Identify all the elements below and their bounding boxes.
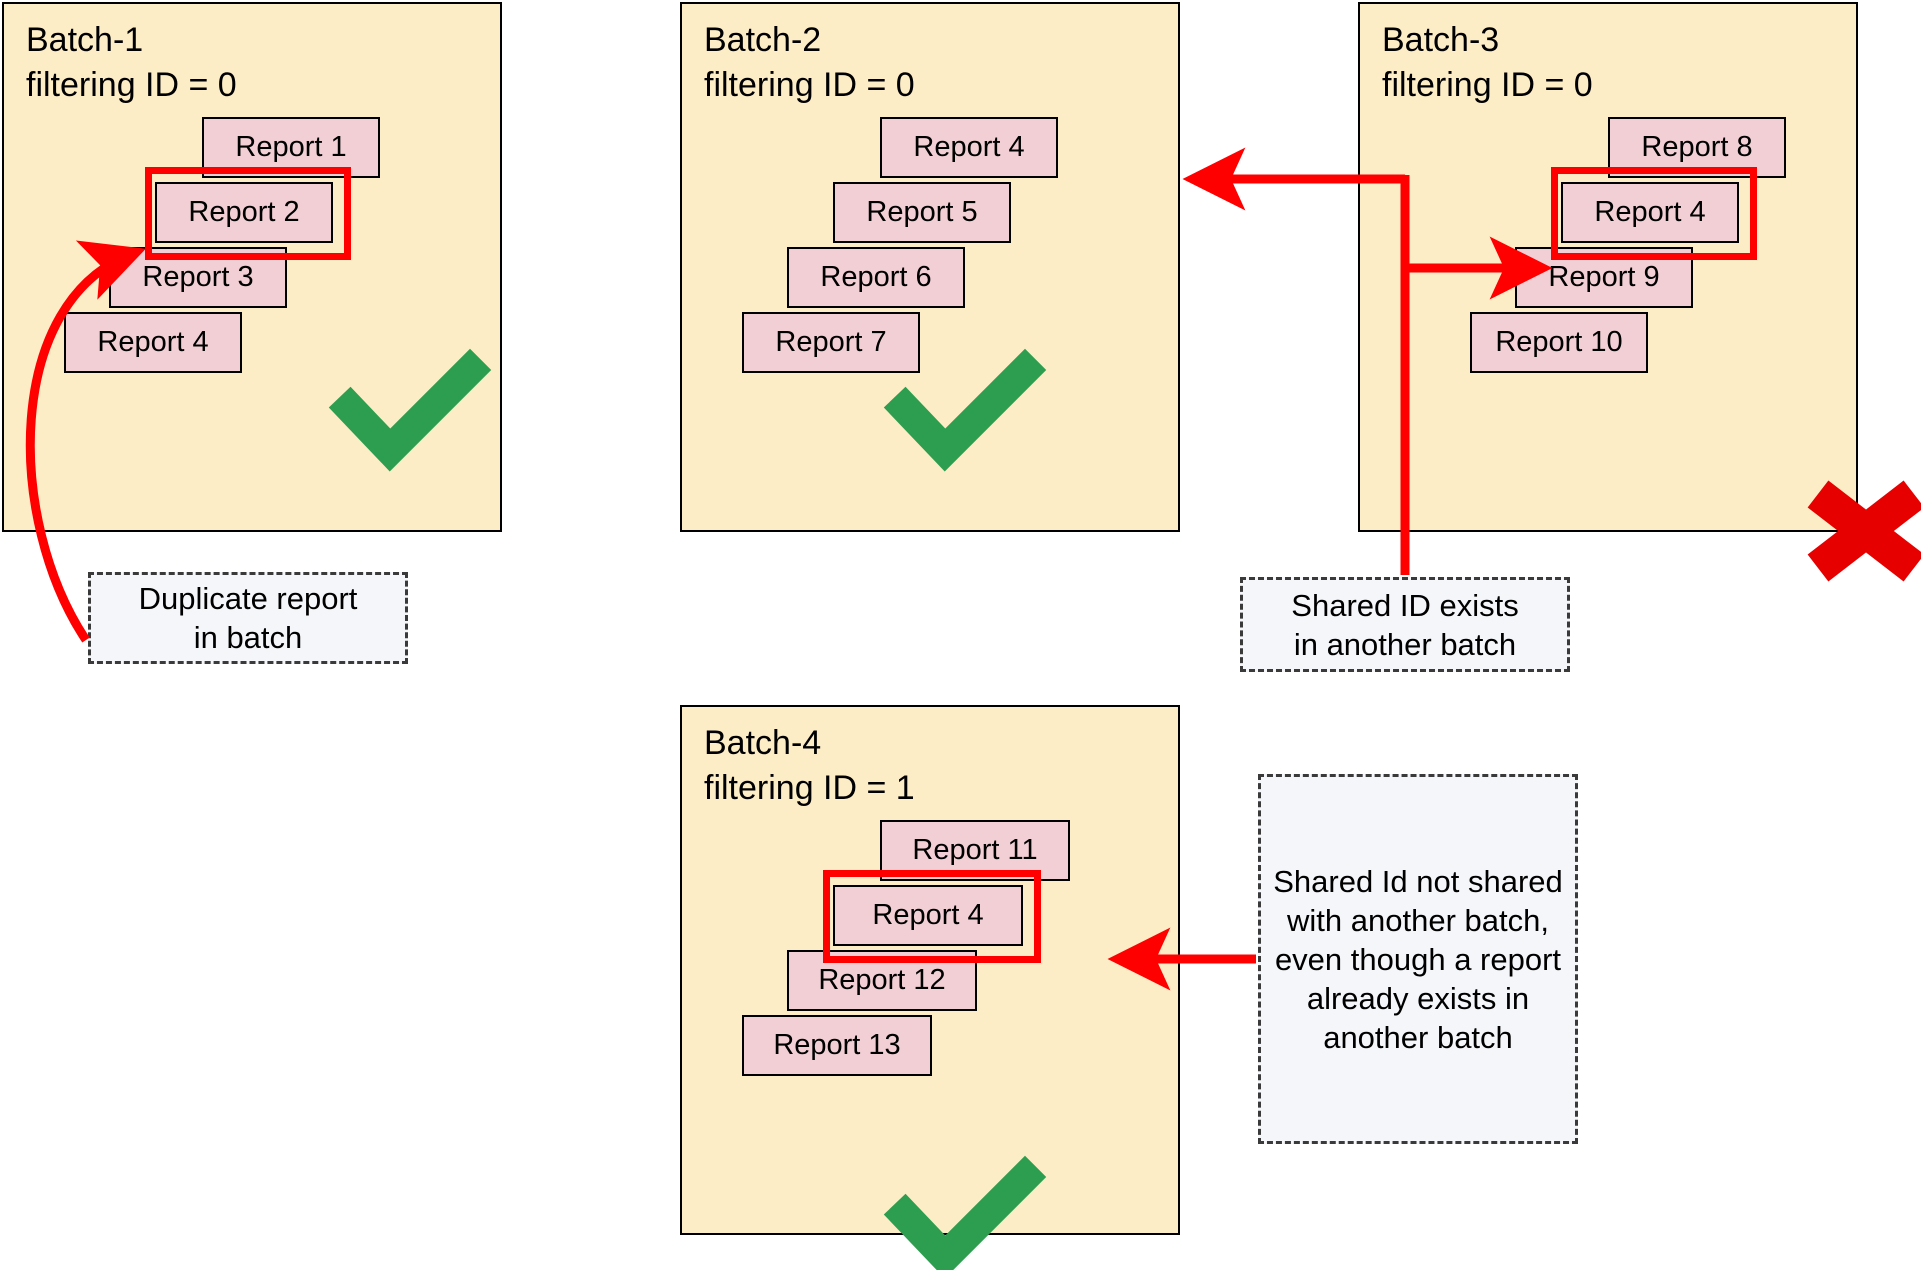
report-card[interactable]: Report 13	[742, 1015, 932, 1076]
callout-line-2: in batch	[193, 620, 303, 655]
report-card[interactable]: Report 2	[155, 182, 333, 243]
shared-id-not-shared-callout: Shared Id not shared with another batch,…	[1258, 774, 1578, 1144]
batch-2-container: Batch-2 filtering ID = 0 Report 4 Report…	[680, 2, 1180, 532]
report-card[interactable]: Report 4	[64, 312, 242, 373]
batch-2-title: Batch-2 filtering ID = 0	[704, 21, 915, 104]
duplicate-report-callout: Duplicate report in batch	[88, 572, 408, 664]
shared-id-highlight-box	[823, 870, 1041, 963]
batch-3-title: Batch-3 filtering ID = 0	[1382, 21, 1593, 104]
report-card-label: Report 1	[235, 131, 347, 163]
report-card[interactable]: Report 4	[833, 885, 1023, 946]
report-card-label: Report 12	[818, 964, 946, 996]
report-card[interactable]: Report 6	[787, 247, 965, 308]
report-card-label: Report 7	[775, 326, 887, 358]
report-card[interactable]: Report 5	[833, 182, 1011, 243]
batch-4-container: Batch-4 filtering ID = 1 Report 11 Repor…	[680, 705, 1180, 1235]
report-card-label: Report 2	[188, 196, 300, 228]
callout-line-1: Duplicate report	[138, 581, 358, 616]
report-card[interactable]: Report 4	[880, 117, 1058, 178]
report-card-label: Report 5	[866, 196, 978, 228]
callout-text: Shared Id not shared with another batch,…	[1273, 863, 1563, 1055]
shared-id-highlight-box	[1551, 167, 1757, 260]
report-card-label: Report 10	[1495, 326, 1623, 358]
report-card-label: Report 13	[773, 1029, 901, 1061]
batch-3-container: Batch-3 filtering ID = 0 Report 8 Report…	[1358, 2, 1858, 532]
report-card-label: Report 4	[97, 326, 209, 358]
report-card-label: Report 11	[912, 834, 1038, 866]
callout-line-1: Shared ID exists	[1291, 587, 1519, 623]
report-card-label: Report 4	[872, 899, 984, 931]
report-card[interactable]: Report 7	[742, 312, 920, 373]
report-card-label: Report 4	[1594, 196, 1706, 228]
shared-id-exists-callout: Shared ID exists in another batch	[1240, 577, 1570, 672]
report-card-label: Report 9	[1548, 261, 1660, 293]
batch-1-container: Batch-1 filtering ID = 0 Report 1 Report…	[2, 2, 502, 532]
report-card-label: Report 3	[142, 261, 254, 293]
callout-line-2: in another batch	[1293, 626, 1517, 662]
batch-1-title: Batch-1 filtering ID = 0	[26, 21, 237, 104]
report-card-label: Report 4	[913, 131, 1025, 163]
report-card-label: Report 8	[1641, 131, 1753, 163]
report-card-label: Report 6	[820, 261, 932, 293]
report-card[interactable]: Report 4	[1561, 182, 1739, 243]
duplicate-highlight-box	[145, 167, 351, 260]
batch-4-title: Batch-4 filtering ID = 1	[704, 724, 915, 807]
report-card[interactable]: Report 10	[1470, 312, 1648, 373]
